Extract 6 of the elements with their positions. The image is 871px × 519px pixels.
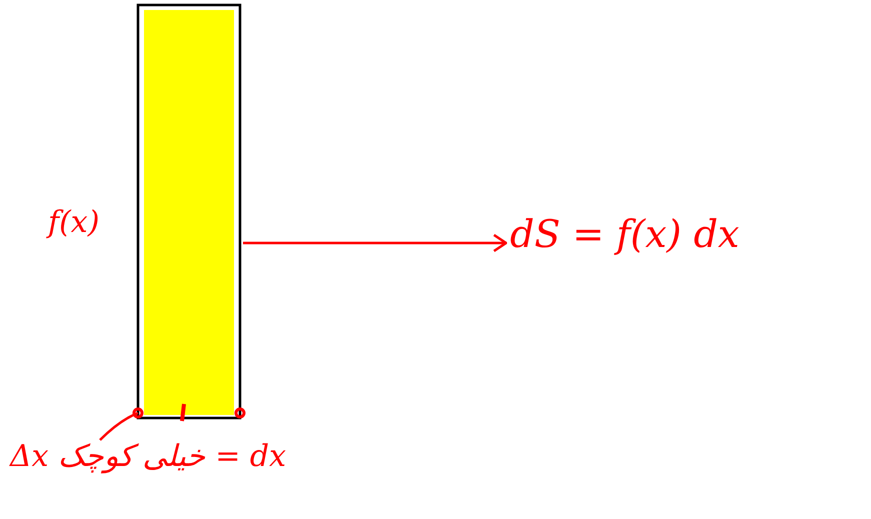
double-arrow [243,234,508,252]
note-text: Δx خیلی کوچک = dx [10,438,286,474]
leader-line [99,412,138,441]
strip-rectangle [132,4,246,422]
height-label: f(x) [48,205,100,240]
formula-text: dS = f(x) dx [510,212,740,256]
